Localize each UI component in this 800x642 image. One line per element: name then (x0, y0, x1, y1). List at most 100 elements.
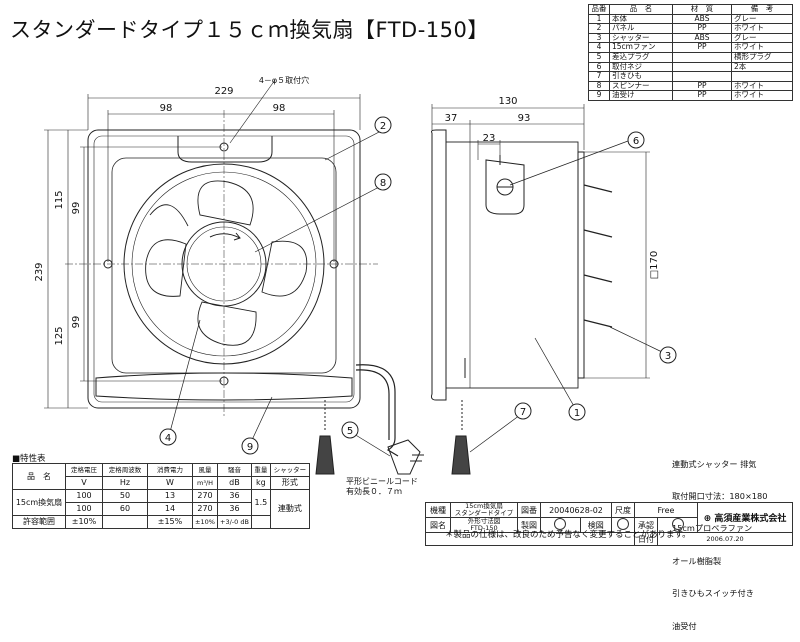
spec-cell: 50 (102, 489, 148, 503)
page-title: スタンダードタイプ１５ｃｍ換気扇【FTD-150】 (10, 18, 489, 42)
svg-text:3: 3 (665, 351, 671, 362)
callout-6: 6 (627, 131, 645, 149)
note-line: 油受付 (672, 620, 697, 631)
spec-tol-air: ±10% (192, 515, 218, 529)
spec-col-frequency: 定格周波数 (102, 463, 148, 477)
spec-cell: 270 (192, 502, 218, 516)
side-dimension-lines (431, 104, 650, 379)
callout-circles: 2 8 4 9 5 6 7 3 1 (159, 116, 677, 455)
tb-drawing-no-label: 図番 (517, 502, 541, 518)
spec-tol-v: ±10% (65, 515, 103, 529)
spec-unit-type: 形式 (269, 476, 310, 490)
dim-115: 115 (54, 190, 65, 209)
dim-229: 229 (214, 86, 233, 97)
dimension-labels: 229 98 98 4－φ５取付穴 239 115 99 125 99 130 … (34, 75, 660, 346)
spec-shutter-type: 連動式 (269, 489, 310, 529)
title-block-row-1: 機種 15cm換気扇 スタンダードタイプ 図番 20040628-02 尺度 F… (425, 502, 793, 533)
svg-text:1: 1 (574, 408, 580, 419)
spec-weight: 1.5 (250, 489, 271, 516)
tb-name-value-2: FTD-150 (470, 524, 498, 532)
shutter-louvers (583, 184, 613, 328)
svg-text:6: 6 (633, 136, 639, 147)
svg-text:2: 2 (380, 121, 386, 132)
power-cord (355, 364, 399, 457)
spec-header-row-1: 品 名 定格電圧 定格周波数 消費電力 風量 騒音 重量 シャッター (12, 463, 310, 490)
dim-98-right: 98 (273, 103, 286, 114)
seal-icon (554, 518, 567, 530)
power-cord-inner (355, 369, 390, 440)
spec-tol-label: 許容範囲 (12, 515, 66, 529)
dim-99-bottom: 99 (71, 316, 82, 329)
side-view (431, 129, 613, 475)
seal-icon (617, 518, 629, 530)
tb-company: ⊕ 高須産業株式会社 (697, 502, 793, 533)
company-logo-icon: ⊕ (703, 514, 712, 524)
tb-model-value-2: スタンダードタイプ (454, 509, 514, 517)
spec-col-power: 消費電力 (147, 463, 193, 477)
seal-icon (671, 518, 684, 530)
note-line: 取付開口寸法：180×180 (672, 490, 768, 501)
spec-unit-v: V (65, 476, 103, 490)
callout-4: 4 (159, 428, 177, 446)
dim-239: 239 (34, 262, 45, 281)
tb-drawing-no: 20040628-02 (540, 502, 612, 518)
note-line: オール樹脂製 (672, 555, 722, 566)
rotation-arrow (209, 233, 241, 239)
spec-cell: 270 (192, 489, 218, 503)
spec-unit-hz: Hz (102, 476, 148, 490)
pull-knob-front (315, 435, 335, 475)
spec-col-noise: 騒音 (217, 463, 252, 477)
dim-130: 130 (498, 96, 517, 107)
tb-company-name: 高須産業株式会社 (714, 514, 787, 524)
spec-unit-w: W (147, 476, 193, 490)
rotation-arrowhead (233, 232, 241, 241)
spec-heading: ■特性表 (12, 454, 46, 464)
callout-leaders (169, 129, 663, 457)
side-panel (431, 129, 447, 401)
callout-8: 8 (374, 173, 392, 191)
side-bracket (485, 159, 525, 215)
svg-text:8: 8 (380, 178, 386, 189)
cord-note-2: 有効長０．７ｍ (346, 486, 402, 496)
spec-cell: 100 (65, 502, 103, 516)
dim-99-top: 99 (71, 202, 82, 215)
callout-3: 3 (659, 346, 677, 364)
tb-scale: Free (634, 502, 698, 518)
callout-9: 9 (241, 437, 259, 455)
spec-cell: 14 (147, 502, 193, 516)
dim-98-left: 98 (160, 103, 173, 114)
callout-7: 7 (514, 402, 532, 420)
top-grip (177, 136, 273, 163)
dim-hole-note: 4－φ５取付穴 (259, 75, 309, 85)
spec-tol-w: ±15% (147, 515, 193, 529)
spec-row-50hz: 15cm換気扇 100 50 13 270 36 1.5 連動式 (12, 489, 310, 529)
note-line: 連動式シャッター 排気 (672, 458, 757, 469)
spec-col-name: 品 名 (12, 463, 66, 490)
spec-cell: 36 (217, 489, 252, 503)
dim-170: □170 (649, 251, 660, 280)
spec-table: 品 名 定格電圧 定格周波数 消費電力 風量 騒音 重量 シャッター V Hz … (12, 463, 310, 529)
center-lines (65, 110, 378, 418)
svg-text:5: 5 (347, 426, 353, 437)
spec-cell: 60 (102, 502, 148, 516)
side-shutter (577, 151, 585, 379)
spec-col-airflow: 風量 (192, 463, 218, 477)
spec-model: 15cm換気扇 (12, 489, 66, 516)
svg-text:4: 4 (165, 433, 171, 444)
tb-model-value-1: 15cm換気扇 (465, 502, 503, 510)
svg-text:7: 7 (520, 407, 526, 418)
side-body (445, 141, 579, 389)
spec-col-weight: 重量 (250, 463, 271, 477)
dim-125: 125 (54, 326, 65, 345)
fan-blades (145, 180, 308, 346)
spec-cell: 13 (147, 489, 193, 503)
oil-pan (95, 372, 353, 401)
title-block-row-2: 図名 外形寸法図 FTD-150 製図 検図 承認 (425, 517, 793, 533)
dim-93: 93 (518, 113, 531, 124)
pull-knob-side (451, 435, 471, 475)
spec-tol-hz (102, 515, 148, 529)
technical-drawing: 229 98 98 4－φ５取付穴 239 115 99 125 99 130 … (34, 75, 677, 496)
parts-cell-note: ホワイト (731, 90, 793, 101)
